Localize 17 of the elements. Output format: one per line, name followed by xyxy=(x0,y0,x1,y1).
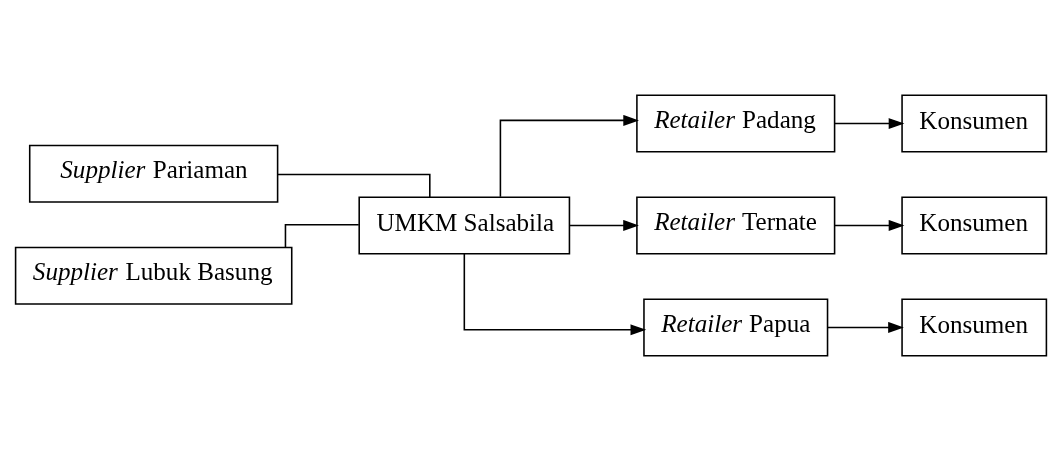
node-box: Konsumen xyxy=(901,94,1048,153)
arrow xyxy=(463,252,647,335)
node-box: UMKM Salsabila xyxy=(358,195,571,255)
node-box: Supplier Pariaman xyxy=(28,144,279,203)
node-box: Konsumen xyxy=(901,195,1048,255)
arrow xyxy=(827,321,904,333)
arrow xyxy=(569,219,639,231)
arrow xyxy=(834,219,905,231)
connector xyxy=(277,173,431,198)
connector xyxy=(284,223,360,248)
node-box: Supplier Lubuk Basung xyxy=(14,246,293,305)
node-box: Retailer Ternate xyxy=(636,195,836,255)
node-box: Retailer Padang xyxy=(636,94,836,153)
arrow xyxy=(834,117,905,129)
arrow xyxy=(499,114,639,198)
node-box: Konsumen xyxy=(901,297,1048,356)
node-box: Retailer Papua xyxy=(643,297,829,356)
